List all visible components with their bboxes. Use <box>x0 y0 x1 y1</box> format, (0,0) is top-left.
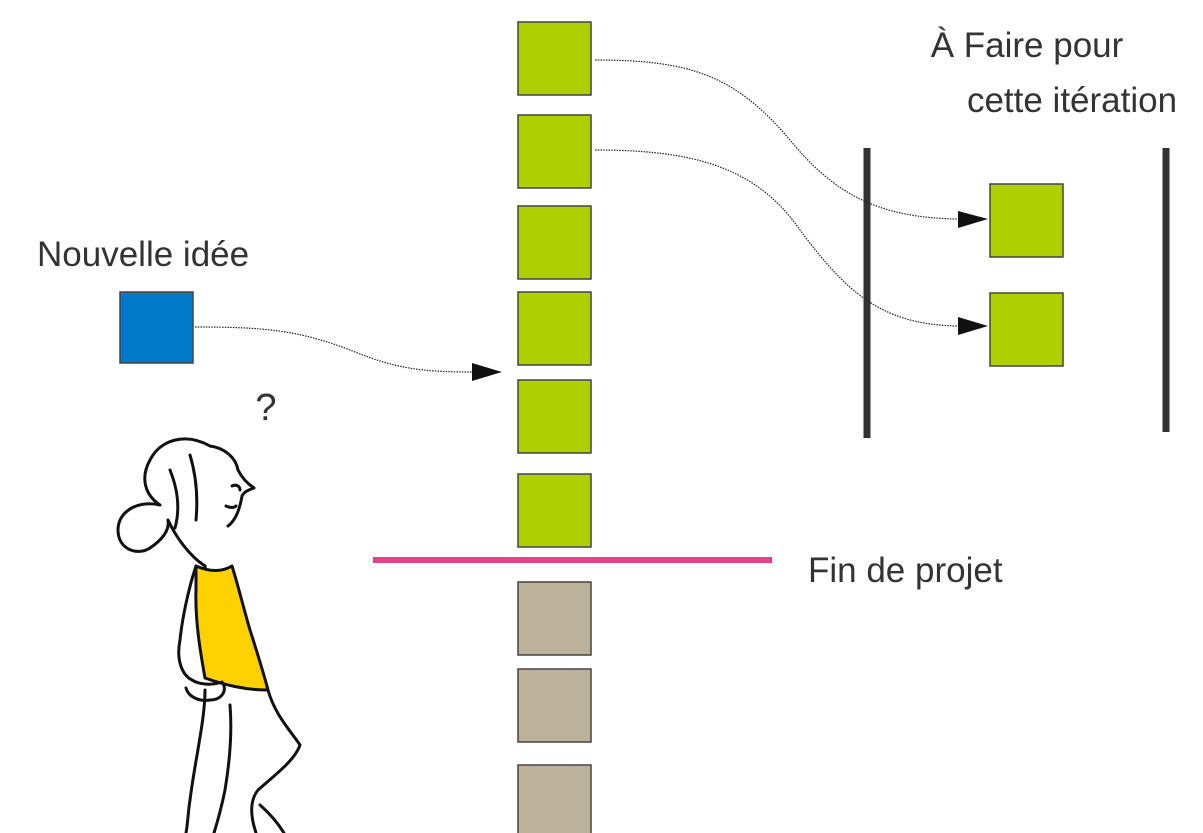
question-mark: ? <box>255 387 276 429</box>
iteration-item-2 <box>989 292 1064 367</box>
backlog-item-6 <box>517 473 592 548</box>
backlog-item-2 <box>517 114 592 189</box>
new-idea-label: Nouvelle idée <box>37 235 249 274</box>
iteration-box: À Faire pour cette itération <box>863 26 1177 438</box>
backlog-item-5 <box>517 379 592 454</box>
backlog-item-1 <box>517 21 592 96</box>
backlog-column <box>517 21 592 833</box>
backlog-item-3 <box>517 205 592 280</box>
iteration-title-line1: À Faire pour <box>931 26 1124 65</box>
person-thinking-icon <box>116 437 302 833</box>
backlog-item-out-1 <box>517 581 592 656</box>
new-idea-item <box>119 291 194 364</box>
iteration-item-1 <box>989 183 1064 258</box>
arrow-right-icon <box>472 363 502 381</box>
backlog-item-4 <box>517 291 592 366</box>
arrowheads <box>472 211 988 381</box>
backlog-item-out-2 <box>517 668 592 743</box>
backlog-item-out-3 <box>517 764 592 833</box>
arrow-to-iteration-item-1 <box>594 59 959 220</box>
arrow-right-icon <box>958 211 988 228</box>
arrow-new-idea-to-backlog <box>194 326 473 373</box>
selection-arrows <box>194 59 959 373</box>
arrow-right-icon <box>958 317 988 335</box>
iteration-title-line2: cette itération <box>967 81 1177 120</box>
arrow-to-iteration-item-2 <box>594 149 959 327</box>
person-shirt <box>194 564 270 692</box>
end-of-project-label: Fin de projet <box>808 551 1003 590</box>
